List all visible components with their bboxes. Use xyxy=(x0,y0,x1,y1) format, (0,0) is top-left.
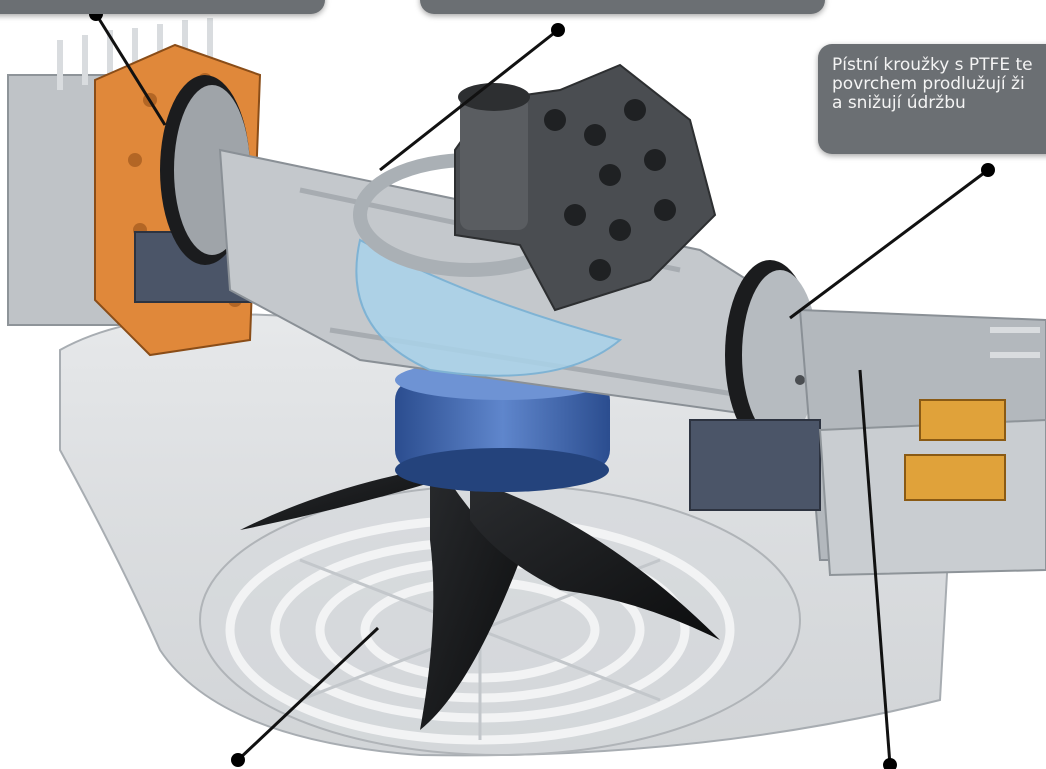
callout-top-left xyxy=(0,0,325,14)
right-valve-reed-bottom xyxy=(904,454,1006,501)
leader-line-valve xyxy=(858,369,892,766)
leader-line-gasket xyxy=(94,13,167,126)
right-valve-reed-top xyxy=(919,399,1006,441)
callout-piston-rings: Pístní kroužky s PTFE te povrchem prodlu… xyxy=(818,44,1046,154)
callout-top-middle xyxy=(420,0,825,14)
crank-counterweight xyxy=(454,63,717,312)
leader-dot-icon xyxy=(231,753,245,767)
leader-line-rod xyxy=(379,28,559,172)
fan-blades xyxy=(240,450,720,730)
leader-dot-icon xyxy=(981,163,995,177)
callout-line: a snižují údržbu xyxy=(832,93,966,113)
connecting-rod xyxy=(218,148,797,422)
leader-dot-icon xyxy=(551,23,565,37)
callout-line: povrchem prodlužují ži xyxy=(832,74,1025,94)
leader-line-piston-ring xyxy=(789,168,989,320)
right-valve-block xyxy=(689,419,821,511)
leader-lines xyxy=(94,13,989,766)
callout-line: Pístní kroužky s PTFE te xyxy=(832,55,1033,75)
leader-dot-icon xyxy=(883,758,897,769)
leader-line-fan xyxy=(236,626,380,762)
blue-glass-element xyxy=(355,238,623,377)
